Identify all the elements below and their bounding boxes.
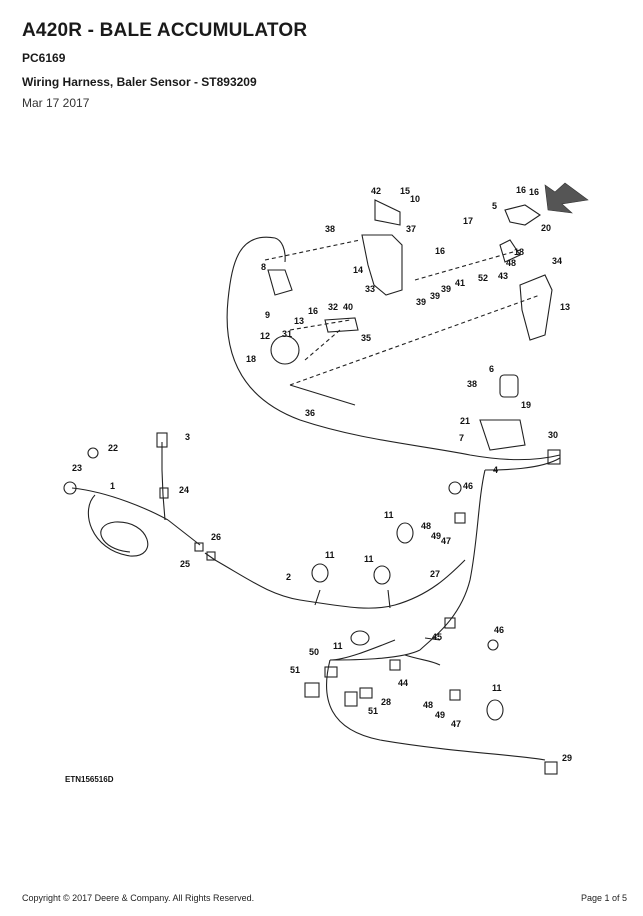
page-title: A420R - BALE ACCUMULATOR xyxy=(22,20,308,41)
callout-36: 36 xyxy=(305,408,315,418)
callout-51b: 51 xyxy=(368,706,378,716)
callout-52: 52 xyxy=(478,273,488,283)
callout-11c: 11 xyxy=(364,554,374,564)
callout-47b: 47 xyxy=(451,719,461,729)
callout-34: 34 xyxy=(552,256,562,266)
callout-51a: 51 xyxy=(290,665,300,675)
callout-39c: 39 xyxy=(441,284,451,294)
callout-18b: 18 xyxy=(246,354,256,364)
callout-11e: 11 xyxy=(492,683,502,693)
callout-27: 27 xyxy=(430,569,440,579)
callout-12: 12 xyxy=(260,331,270,341)
callout-labels: 1 2 3 4 5 6 7 8 9 10 11 11 11 11 11 12 1… xyxy=(65,185,572,784)
publication-date: Mar 17 2017 xyxy=(22,96,90,110)
callout-30: 30 xyxy=(548,430,558,440)
callout-41: 41 xyxy=(455,278,465,288)
callout-21: 21 xyxy=(460,416,470,426)
callout-28: 28 xyxy=(381,697,391,707)
harness-right-trunk xyxy=(419,469,486,651)
callout-15: 15 xyxy=(400,186,410,196)
harness-2-main xyxy=(214,559,466,609)
callout-40: 40 xyxy=(343,302,353,312)
callout-5: 5 xyxy=(492,201,497,211)
callout-37: 37 xyxy=(406,224,416,234)
callout-31: 31 xyxy=(282,329,292,339)
harness-upper-loop xyxy=(226,236,561,461)
figure-code: ETN156516D xyxy=(65,775,114,784)
callout-10: 10 xyxy=(410,194,420,204)
callout-11a: 11 xyxy=(384,510,394,520)
callout-50: 50 xyxy=(309,647,319,657)
harness-1-coil xyxy=(71,487,169,557)
callout-48c: 48 xyxy=(423,700,433,710)
callout-18a: 18 xyxy=(514,247,524,257)
callout-44: 44 xyxy=(398,678,408,688)
callout-29: 29 xyxy=(562,753,572,763)
callout-23: 23 xyxy=(72,463,82,473)
callout-38a: 38 xyxy=(325,224,335,234)
callout-2: 2 xyxy=(286,572,291,582)
callout-47a: 47 xyxy=(441,536,451,546)
callout-25: 25 xyxy=(180,559,190,569)
callout-32: 32 xyxy=(328,302,338,312)
callout-42: 42 xyxy=(371,186,381,196)
direction-arrow-icon xyxy=(544,182,589,214)
callout-9: 9 xyxy=(265,310,270,320)
harness-lower-loop xyxy=(326,659,546,761)
callout-49b: 49 xyxy=(435,710,445,720)
parts-catalog-code: PC6169 xyxy=(22,51,66,65)
callout-45: 45 xyxy=(432,632,442,642)
callout-19: 19 xyxy=(521,400,531,410)
callout-38b: 38 xyxy=(467,379,477,389)
callout-26: 26 xyxy=(211,532,221,542)
copyright-notice: Copyright © 2017 Deere & Company. All Ri… xyxy=(22,893,255,903)
callout-1: 1 xyxy=(110,481,115,491)
callout-11d: 11 xyxy=(333,641,343,651)
callout-6: 6 xyxy=(489,364,494,374)
callout-24: 24 xyxy=(179,485,189,495)
page-subtitle: Wiring Harness, Baler Sensor - ST893209 xyxy=(22,75,257,89)
disc-12-part xyxy=(270,335,300,365)
callout-13b: 13 xyxy=(560,302,570,312)
callout-16c: 16 xyxy=(435,246,445,256)
callout-16b: 16 xyxy=(529,187,539,197)
callout-7: 7 xyxy=(459,433,464,443)
callout-48b: 48 xyxy=(506,258,516,268)
callout-46b: 46 xyxy=(494,625,504,635)
callout-11b: 11 xyxy=(325,550,335,560)
page-number: Page 1 of 5 xyxy=(580,893,627,903)
callout-49a: 49 xyxy=(431,531,441,541)
callout-4: 4 xyxy=(493,465,498,475)
callout-17: 17 xyxy=(463,216,473,226)
callout-14: 14 xyxy=(353,265,363,275)
callout-16a: 16 xyxy=(516,185,526,195)
callout-33: 33 xyxy=(365,284,375,294)
callout-39b: 39 xyxy=(430,291,440,301)
callout-39a: 39 xyxy=(416,297,426,307)
callout-35: 35 xyxy=(361,333,371,343)
callout-46a: 46 xyxy=(463,481,473,491)
callout-48a: 48 xyxy=(421,521,431,531)
callout-13a: 13 xyxy=(294,316,304,326)
callout-16d: 16 xyxy=(308,306,318,316)
callout-43: 43 xyxy=(498,271,508,281)
callout-8: 8 xyxy=(261,262,266,272)
callout-22: 22 xyxy=(108,443,118,453)
callout-3: 3 xyxy=(185,432,190,442)
callout-20: 20 xyxy=(541,223,551,233)
